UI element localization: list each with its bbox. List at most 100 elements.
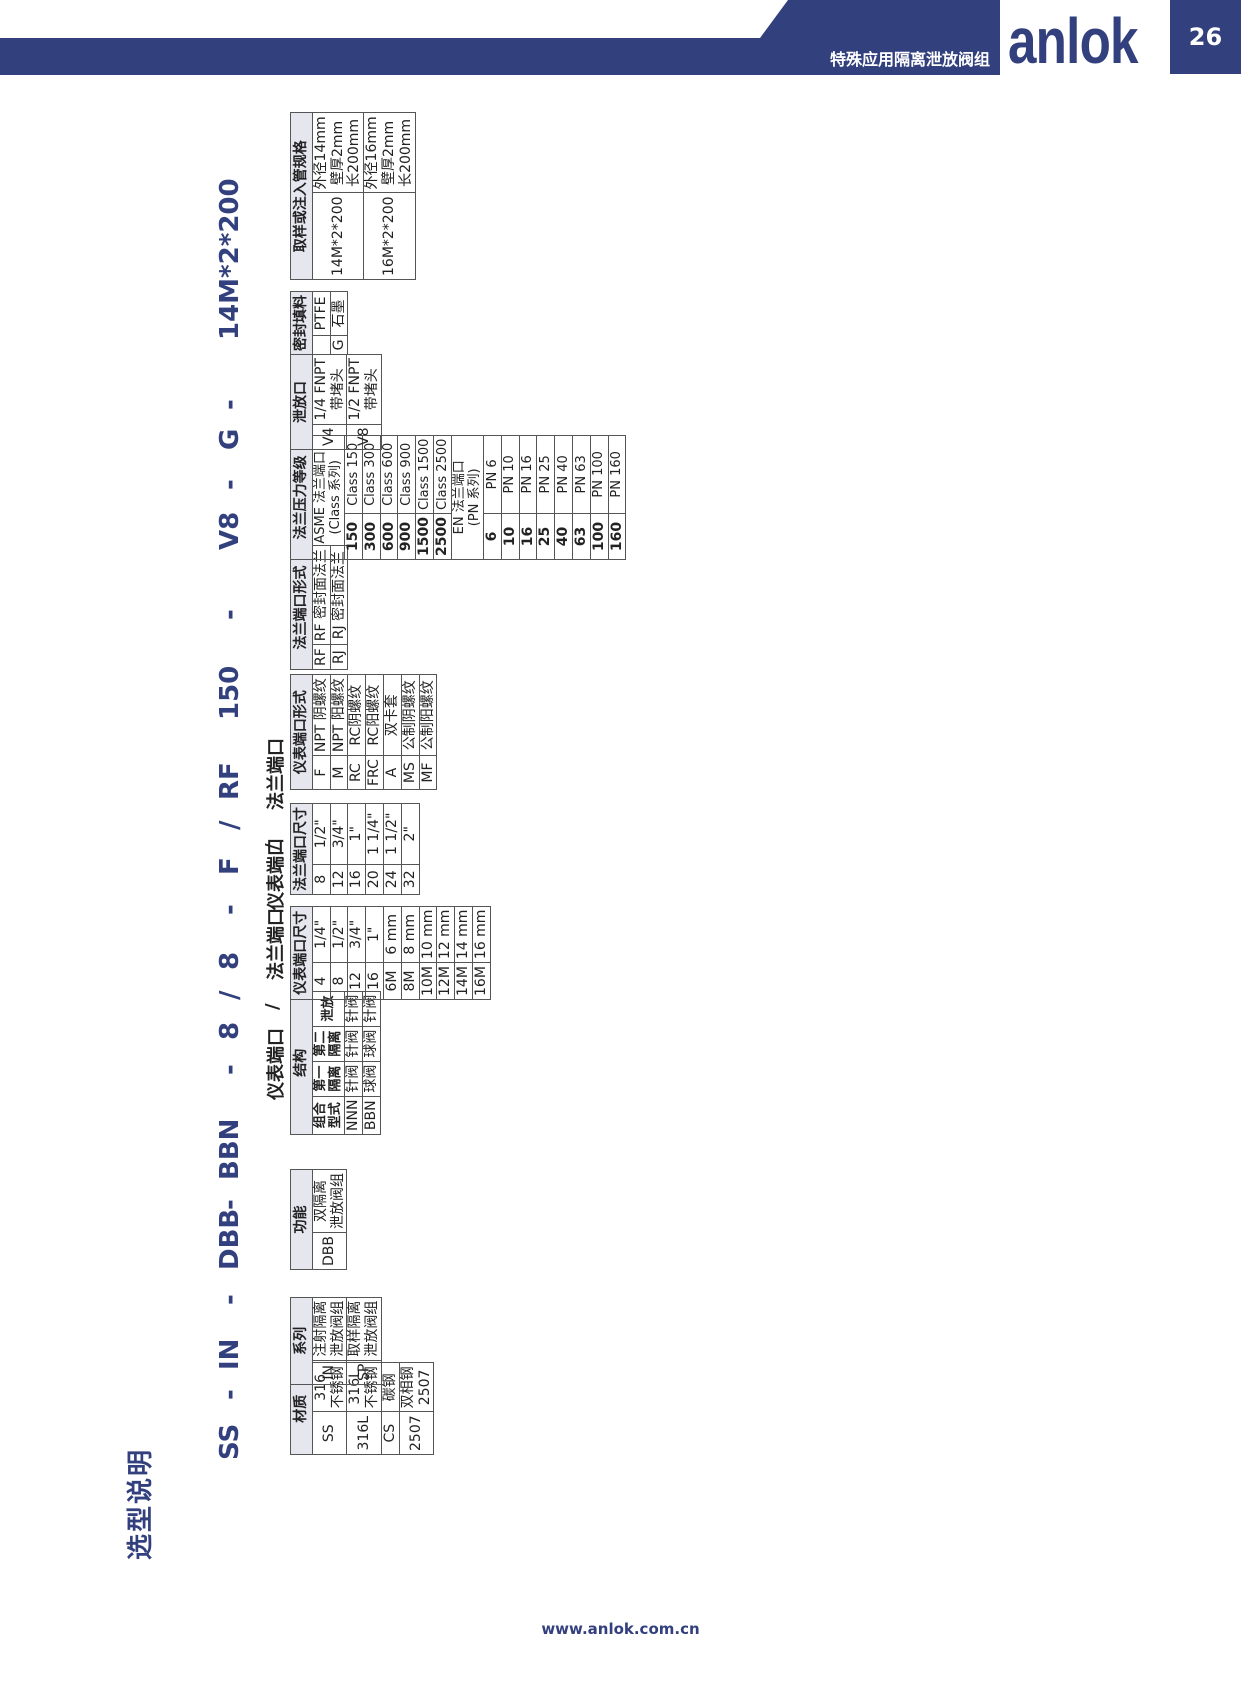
table-header: 结构 xyxy=(290,991,313,1135)
table-header: 仪表端口形式 xyxy=(290,674,313,790)
page-header: 特殊应用隔离泄放阀组 anlok 26 xyxy=(0,0,1241,80)
code-label: 仪表端口 xyxy=(266,1028,287,1100)
table-header: 系列 xyxy=(290,1297,313,1385)
table-header: 法兰压力等级 xyxy=(290,435,313,560)
code-token: IN xyxy=(215,1338,245,1370)
table-header: 密封填料 xyxy=(290,291,313,355)
table-header: 取样或注入管规格 xyxy=(290,112,313,280)
table-header: 法兰端口形式 xyxy=(290,545,313,670)
code-token: - xyxy=(215,904,245,915)
code-token: / xyxy=(215,820,245,831)
code-token: V8 xyxy=(215,511,245,550)
code-token: - xyxy=(215,1294,245,1305)
structure-col: 第二隔离 xyxy=(312,1026,345,1062)
asme-subheader: ASME 法兰端口(Class 系列) xyxy=(312,435,345,560)
code-token: 14M*2*200 xyxy=(215,178,245,340)
header-bar xyxy=(0,38,1000,75)
code-label: / xyxy=(262,1003,283,1010)
code-token: BBN xyxy=(215,1118,245,1180)
footer-url: www.anlok.com.cn xyxy=(541,1620,700,1638)
code-token: 8 xyxy=(215,1021,245,1040)
code-token: RF xyxy=(215,762,245,800)
table-row: PTFE xyxy=(312,291,331,355)
code-label: / xyxy=(262,843,283,850)
code-token: 150 xyxy=(215,665,245,720)
code-token: - xyxy=(215,479,245,490)
structure-col: 第一隔离 xyxy=(312,1061,345,1097)
table-header: 泄放口 xyxy=(290,354,313,450)
code-token: 8 xyxy=(215,951,245,970)
code-token: - xyxy=(215,1064,245,1075)
structure-col: 组合型式 xyxy=(312,1096,345,1135)
code-token: F xyxy=(215,857,245,875)
en-subheader: EN 法兰端口(PN 系列) xyxy=(451,435,484,560)
code-label: 法兰端口 xyxy=(266,908,287,980)
code-token: - xyxy=(215,609,245,620)
code-token: - xyxy=(215,1389,245,1400)
brand-logo: anlok xyxy=(1008,5,1139,77)
code-token: SS xyxy=(215,1423,245,1460)
table-header: 功能 xyxy=(290,1169,313,1270)
code-token: / xyxy=(215,990,245,1001)
header-subtitle: 特殊应用隔离泄放阀组 xyxy=(829,50,990,69)
code-token: - xyxy=(215,399,245,410)
code-token: DBB xyxy=(215,1208,245,1270)
table-header: 法兰端口尺寸 xyxy=(290,803,313,895)
code-label: 法兰端口 xyxy=(266,738,287,810)
